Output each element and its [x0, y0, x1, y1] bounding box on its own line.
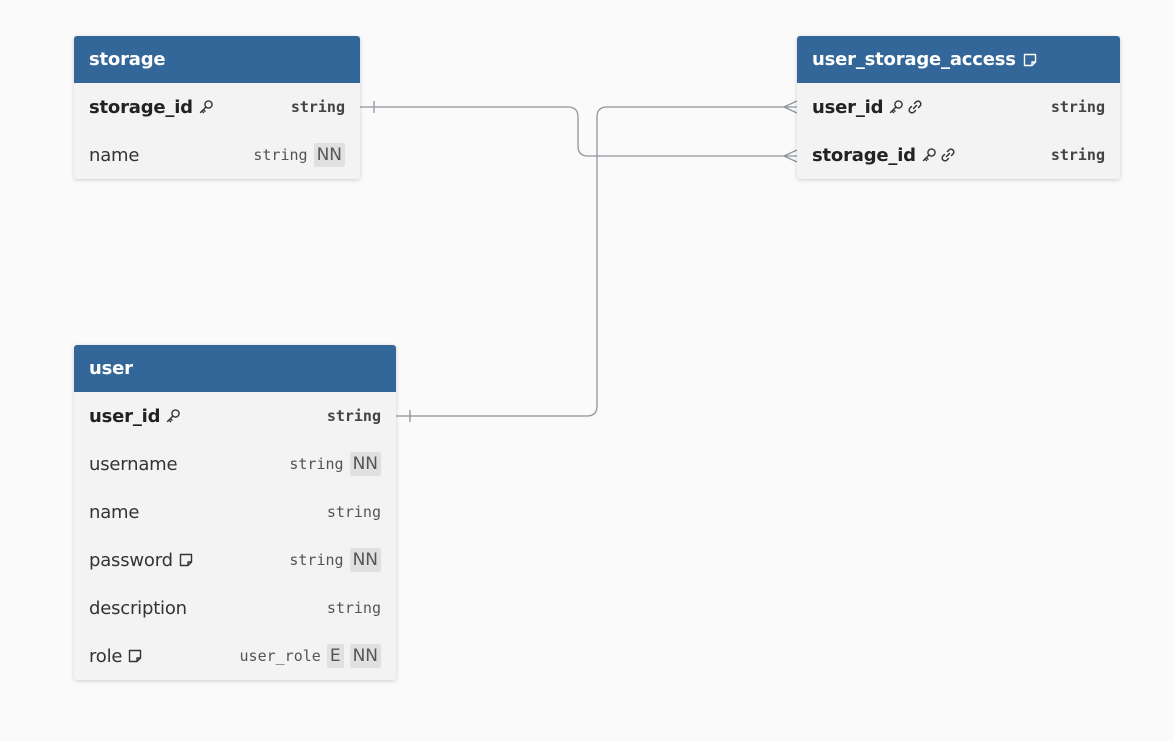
column-type: string [1050, 146, 1105, 164]
table-title: user [89, 358, 133, 379]
column-password[interactable]: password string NN [74, 536, 396, 584]
primary-key-icon [165, 408, 181, 424]
table-storage[interactable]: storage storage_id string name string NN [74, 36, 360, 179]
column-name: password [89, 549, 173, 571]
foreign-key-link-icon [907, 99, 923, 115]
column-name: storage_id [812, 144, 916, 166]
note-icon[interactable] [178, 552, 194, 568]
relation-storage-to-access[interactable] [360, 106, 797, 157]
column-name: user_id [89, 405, 161, 427]
column-type: string [290, 98, 345, 116]
not-null-badge: NN [313, 143, 345, 167]
primary-key-icon [888, 99, 904, 115]
column-name-storage[interactable]: name string NN [74, 131, 360, 179]
not-null-badge: NN [349, 452, 381, 476]
primary-key-icon [198, 99, 214, 115]
foreign-key-link-icon [940, 147, 956, 163]
column-name: description [89, 597, 187, 619]
column-type: string [326, 503, 381, 521]
column-user-id[interactable]: user_id string [74, 392, 396, 440]
column-role[interactable]: role user_role E NN [74, 632, 396, 680]
table-title: storage [89, 49, 166, 70]
note-icon[interactable] [127, 648, 143, 664]
column-type: user_role [239, 647, 321, 665]
relation-user-to-access[interactable] [396, 106, 797, 417]
table-header-user[interactable]: user [74, 345, 396, 392]
enum-badge: E [326, 644, 344, 668]
column-name: storage_id [89, 96, 193, 118]
column-type: string [253, 146, 308, 164]
column-user-id-access[interactable]: user_id string [797, 83, 1120, 131]
column-name: username [89, 453, 178, 475]
many-marker-access-user [783, 100, 798, 114]
column-description[interactable]: description string [74, 584, 396, 632]
not-null-badge: NN [349, 548, 381, 572]
column-storage-id[interactable]: storage_id string [74, 83, 360, 131]
not-null-badge: NN [349, 644, 381, 668]
table-header-storage[interactable]: storage [74, 36, 360, 83]
column-name: user_id [812, 96, 884, 118]
note-icon[interactable] [1022, 52, 1038, 68]
column-storage-id-access[interactable]: storage_id string [797, 131, 1120, 179]
column-type: string [1050, 98, 1105, 116]
column-name: name [89, 501, 140, 523]
column-type: string [326, 599, 381, 617]
column-name: role [89, 645, 123, 667]
column-name-user[interactable]: name string [74, 488, 396, 536]
primary-key-icon [921, 147, 937, 163]
table-user-storage-access[interactable]: user_storage_access user_id string stora… [797, 36, 1120, 179]
column-name: name [89, 144, 140, 166]
column-username[interactable]: username string NN [74, 440, 396, 488]
column-type: string [289, 551, 344, 569]
table-header-user-storage-access[interactable]: user_storage_access [797, 36, 1120, 83]
column-type: string [289, 455, 344, 473]
table-title: user_storage_access [812, 49, 1016, 70]
table-user[interactable]: user user_id string username string NN [74, 345, 396, 680]
many-marker-access-storage [783, 149, 798, 163]
column-type: string [326, 407, 381, 425]
